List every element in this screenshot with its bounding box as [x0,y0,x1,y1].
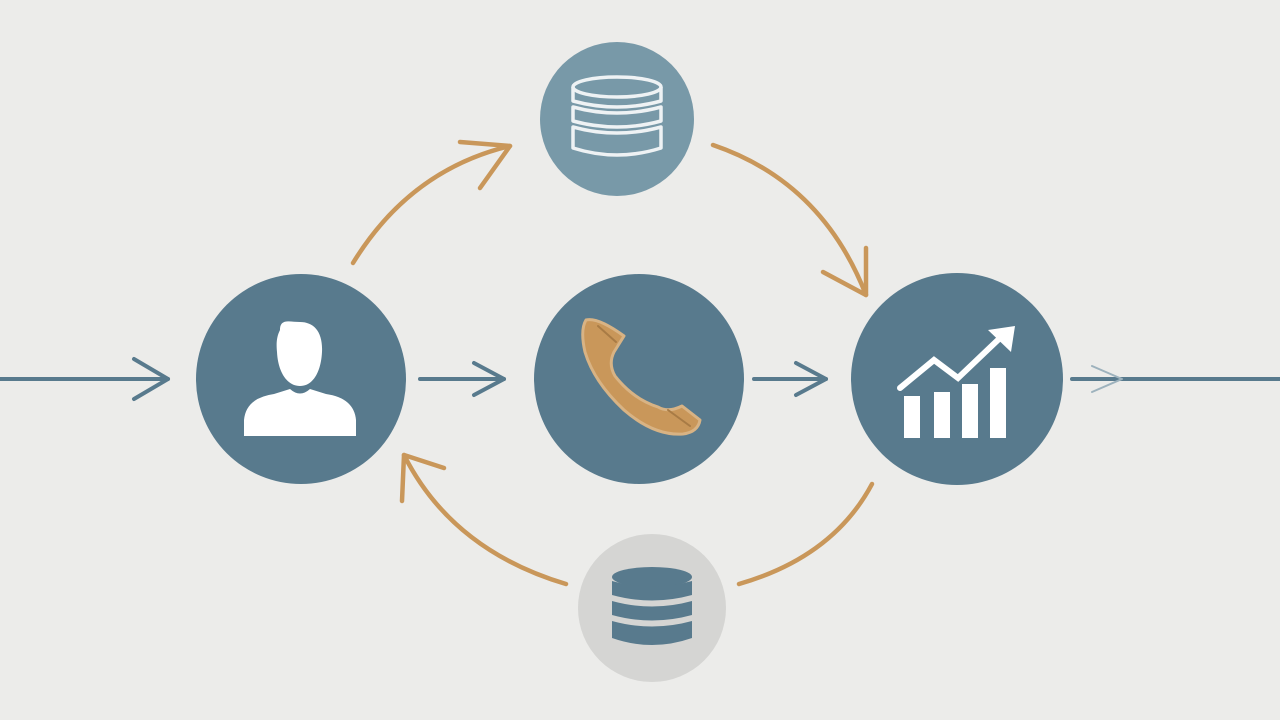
database-icon [612,567,692,645]
cycle-arrow-user-to-database-top [350,139,513,266]
database-top-node [540,42,694,196]
cycle-arrow-analytics-to-database-bottom [736,481,875,587]
phone-node-circle [534,274,744,484]
user-icon [244,321,356,436]
growth-chart-icon [897,326,1015,438]
cycle-arrow-database-bottom-to-user [399,452,569,587]
user-node [196,274,406,484]
flow-arrow-phone-to-analytics [752,361,828,397]
database-bottom-node [578,534,726,682]
curved-cycle-arrows [350,139,875,587]
database-top-circle [540,42,694,196]
flow-arrow-analytics-to-output [1070,365,1280,393]
flow-arrow-user-to-phone [418,361,506,397]
analytics-node [851,273,1063,485]
phone-icon [581,318,702,436]
phone-node [534,274,744,484]
straight-flow-arrows [0,357,1280,401]
flow-arrow-input-to-user [0,357,170,401]
database-icon [571,75,663,157]
cycle-arrow-database-top-to-analytics [710,142,869,298]
